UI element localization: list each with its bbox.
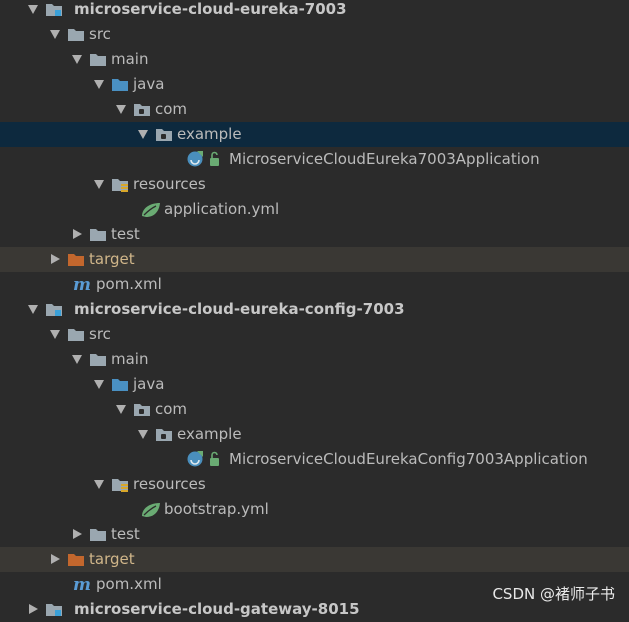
tree-item-label: main bbox=[111, 50, 149, 68]
spring-boot-class-icon bbox=[186, 150, 226, 167]
tree-row-resources[interactable]: resources bbox=[0, 172, 629, 197]
tree-row-pom-xml[interactable]: m pom.xml bbox=[0, 572, 629, 597]
watermark: CSDN @褚师子书 bbox=[492, 585, 615, 603]
chevron-down-icon[interactable] bbox=[72, 355, 82, 364]
folder-icon bbox=[89, 526, 107, 542]
chevron-right-icon[interactable] bbox=[29, 604, 38, 614]
tree-row-java[interactable]: java bbox=[0, 372, 629, 397]
module-folder-icon bbox=[45, 1, 63, 17]
tree-item-label: test bbox=[111, 525, 140, 543]
folder-icon bbox=[89, 51, 107, 67]
resources-folder-icon bbox=[111, 476, 129, 492]
chevron-right-icon[interactable] bbox=[51, 254, 60, 264]
svg-text:m: m bbox=[73, 575, 91, 593]
tree-row-microservicecloudeurekaconfig7003application[interactable]: MicroserviceCloudEurekaConfig7003Applica… bbox=[0, 447, 629, 472]
tree-item-label: com bbox=[155, 100, 188, 118]
package-icon bbox=[155, 426, 173, 442]
folder-icon bbox=[89, 226, 107, 242]
tree-row-example[interactable]: example bbox=[0, 122, 629, 147]
tree-row-microservice-cloud-eureka-7003[interactable]: microservice-cloud-eureka-7003 bbox=[0, 0, 629, 22]
chevron-down-icon[interactable] bbox=[94, 480, 104, 489]
tree-item-label: resources bbox=[133, 175, 206, 193]
tree-item-label: test bbox=[111, 225, 140, 243]
chevron-down-icon[interactable] bbox=[94, 80, 104, 89]
module-folder-icon bbox=[45, 601, 63, 617]
folder-icon bbox=[89, 351, 107, 367]
tree-row-test[interactable]: test bbox=[0, 522, 629, 547]
tree-row-bootstrap-yml[interactable]: bootstrap.yml bbox=[0, 497, 629, 522]
tree-row-main[interactable]: main bbox=[0, 47, 629, 72]
tree-row-com[interactable]: com bbox=[0, 397, 629, 422]
excluded-folder-icon bbox=[67, 551, 85, 567]
chevron-down-icon[interactable] bbox=[116, 405, 126, 414]
tree-row-microservicecloudeureka7003application[interactable]: MicroserviceCloudEureka7003Application bbox=[0, 147, 629, 172]
spring-boot-class-icon bbox=[186, 450, 226, 467]
tree-item-label: java bbox=[133, 75, 165, 93]
tree-row-application-yml[interactable]: application.yml bbox=[0, 197, 629, 222]
chevron-right-icon[interactable] bbox=[51, 554, 60, 564]
source-folder-icon bbox=[111, 376, 129, 392]
maven-icon: m bbox=[72, 275, 94, 295]
maven-icon: m bbox=[72, 575, 94, 595]
tree-row-target[interactable]: target bbox=[0, 547, 629, 572]
tree-row-target[interactable]: target bbox=[0, 247, 629, 272]
tree-item-label: target bbox=[89, 250, 135, 268]
chevron-right-icon[interactable] bbox=[73, 229, 82, 239]
tree-item-label: pom.xml bbox=[96, 575, 162, 593]
tree-item-label: src bbox=[89, 25, 111, 43]
chevron-down-icon[interactable] bbox=[50, 330, 60, 339]
tree-item-label: pom.xml bbox=[96, 275, 162, 293]
tree-row-java[interactable]: java bbox=[0, 72, 629, 97]
tree-row-com[interactable]: com bbox=[0, 97, 629, 122]
tree-item-label: example bbox=[177, 125, 242, 143]
chevron-down-icon[interactable] bbox=[138, 430, 148, 439]
chevron-down-icon[interactable] bbox=[28, 5, 38, 14]
folder-icon bbox=[67, 26, 85, 42]
chevron-down-icon[interactable] bbox=[138, 130, 148, 139]
chevron-down-icon[interactable] bbox=[116, 105, 126, 114]
tree-item-label: resources bbox=[133, 475, 206, 493]
chevron-down-icon[interactable] bbox=[94, 380, 104, 389]
chevron-right-icon[interactable] bbox=[73, 529, 82, 539]
module-folder-icon bbox=[45, 301, 63, 317]
excluded-folder-icon bbox=[67, 251, 85, 267]
tree-item-label: bootstrap.yml bbox=[164, 500, 269, 518]
spring-config-icon bbox=[140, 200, 162, 217]
tree-row-pom-xml[interactable]: m pom.xml bbox=[0, 272, 629, 297]
chevron-down-icon[interactable] bbox=[94, 180, 104, 189]
package-icon bbox=[155, 126, 173, 142]
tree-item-label: com bbox=[155, 400, 188, 418]
tree-item-label: main bbox=[111, 350, 149, 368]
tree-item-label: microservice-cloud-eureka-7003 bbox=[74, 0, 347, 18]
tree-item-label: target bbox=[89, 550, 135, 568]
tree-item-label: microservice-cloud-eureka-config-7003 bbox=[74, 300, 405, 318]
tree-item-label: microservice-cloud-gateway-8015 bbox=[74, 600, 360, 618]
tree-row-src[interactable]: src bbox=[0, 22, 629, 47]
svg-text:m: m bbox=[73, 275, 91, 293]
tree-item-label: src bbox=[89, 325, 111, 343]
tree-row-resources[interactable]: resources bbox=[0, 472, 629, 497]
spring-config-icon bbox=[140, 500, 162, 517]
tree-row-src[interactable]: src bbox=[0, 322, 629, 347]
tree-item-label: MicroserviceCloudEureka7003Application bbox=[229, 150, 540, 168]
folder-icon bbox=[67, 326, 85, 342]
package-icon bbox=[133, 101, 151, 117]
tree-item-label: MicroserviceCloudEurekaConfig7003Applica… bbox=[229, 450, 588, 468]
tree-item-label: application.yml bbox=[164, 200, 280, 218]
chevron-down-icon[interactable] bbox=[50, 30, 60, 39]
tree-row-example[interactable]: example bbox=[0, 422, 629, 447]
tree-row-test[interactable]: test bbox=[0, 222, 629, 247]
chevron-down-icon[interactable] bbox=[28, 305, 38, 314]
tree-item-label: example bbox=[177, 425, 242, 443]
tree-item-label: java bbox=[133, 375, 165, 393]
tree-row-microservice-cloud-eureka-config-7003[interactable]: microservice-cloud-eureka-config-7003 bbox=[0, 297, 629, 322]
tree-row-main[interactable]: main bbox=[0, 347, 629, 372]
source-folder-icon bbox=[111, 76, 129, 92]
chevron-down-icon[interactable] bbox=[72, 55, 82, 64]
package-icon bbox=[133, 401, 151, 417]
resources-folder-icon bbox=[111, 176, 129, 192]
